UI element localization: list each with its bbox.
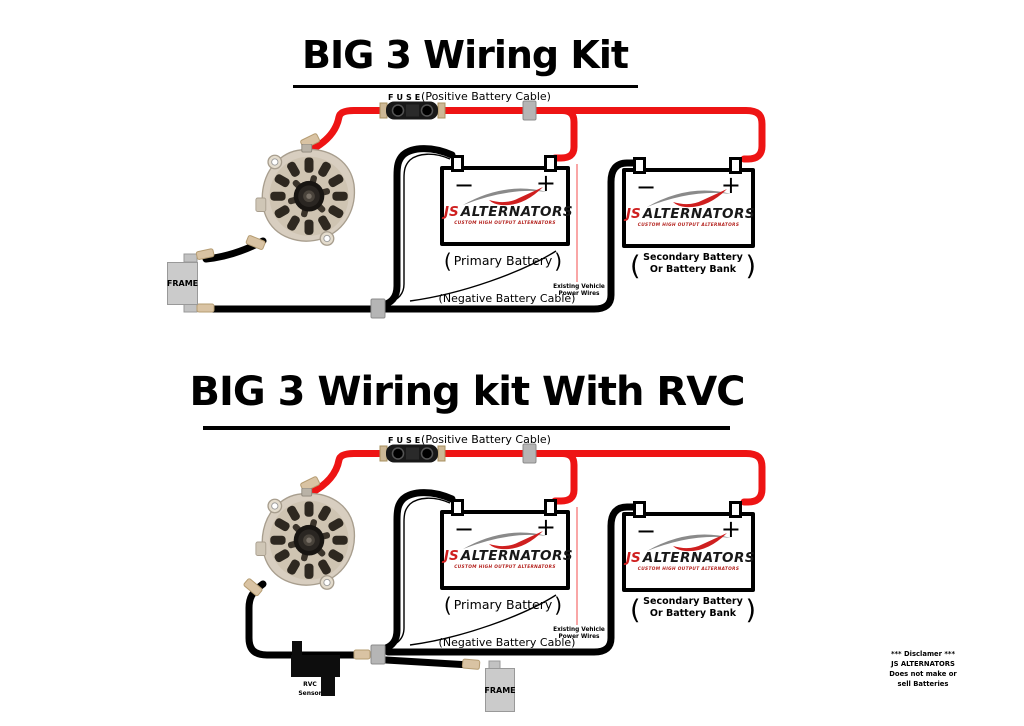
negative-junction-connector-2 — [370, 644, 386, 665]
negative-terminal-icon — [451, 155, 464, 172]
existing-vehicle-black-wire-2b — [409, 594, 557, 646]
existing-vehicle-black-wire-2a — [387, 497, 451, 648]
positive-cable-2 — [307, 450, 766, 506]
alternator-1 — [255, 144, 356, 246]
negative-terminal-icon — [633, 501, 646, 518]
logo-swoosh-icon — [463, 531, 547, 550]
alt-ground-lug-2 — [243, 578, 263, 597]
existing-wires-label-1: Existing Vehicle Power Wires — [553, 284, 605, 298]
negative-terminal-icon — [451, 499, 464, 516]
frame-to-secondary-cable-1 — [201, 159, 644, 313]
disclaimer-note: *** Disclamer *** JS ALTERNATORS Does no… — [889, 650, 957, 688]
secondary-battery-label-1: ( Secondary Battery Or Battery Bank ) — [630, 251, 756, 282]
primary-battery-label-2: (Primary Battery) — [443, 593, 563, 617]
fuse-2 — [379, 444, 446, 463]
existing-wires-label-2: Existing Vehicle Power Wires — [553, 627, 605, 641]
frame-box-2: FRAME — [484, 668, 516, 712]
negative-terminal-icon — [633, 157, 646, 174]
minus-symbol: − — [454, 515, 475, 543]
logo-swoosh-icon — [646, 533, 731, 552]
logo-swoosh-icon — [463, 187, 547, 206]
negative-junction-connector-1 — [370, 298, 386, 319]
diagram1-title: BIG 3 Wiring Kit — [301, 33, 629, 77]
alt-ground-lug-1 — [245, 235, 266, 250]
diagram2-wires — [243, 443, 766, 696]
negative-cable-label-2: (Negative Battery Cable) — [438, 636, 576, 649]
positive-branch-1 — [551, 107, 578, 162]
positive-cable-1 — [307, 107, 766, 163]
positive-cable-connector-1 — [522, 100, 537, 121]
negative-cable-label-1: (Negative Battery Cable) — [438, 292, 576, 305]
positive-cable-connector-2 — [522, 443, 537, 464]
minus-symbol: − — [454, 171, 475, 199]
rvc-sensor — [291, 641, 340, 696]
positive-terminal-icon — [544, 499, 557, 516]
existing-vehicle-black-wire-1b — [409, 250, 557, 302]
primary-battery-label-1: (Primary Battery) — [443, 249, 563, 273]
positive-terminal-icon — [729, 501, 742, 518]
fuse-1 — [379, 101, 446, 120]
plus-symbol: + — [720, 171, 741, 199]
frame-lug-2 — [461, 658, 481, 670]
plus-symbol: + — [720, 515, 741, 543]
positive-terminal-icon — [729, 157, 742, 174]
minus-symbol: − — [636, 173, 657, 201]
diagram1-wires — [183, 100, 766, 319]
diagram2-title: BIG 3 Wiring kit With RVC — [189, 369, 745, 415]
junction-to-secondary-cable-2 — [384, 503, 644, 656]
fuse-label-2: FUSE — [388, 436, 424, 445]
existing-vehicle-black-wire-1a — [387, 153, 451, 304]
rvc-cable-lug-2 — [353, 649, 371, 660]
diagram2-title-underline — [203, 426, 730, 430]
positive-cable-label-1: (Positive Battery Cable) — [421, 90, 551, 103]
positive-branch-2 — [551, 450, 578, 505]
alt-to-rvc-cable-2 — [245, 580, 369, 659]
frame-box-1: FRAME — [167, 262, 198, 305]
primary-negative-cable-2 — [375, 489, 456, 654]
rvc-sensor-label: RVC Sensor — [298, 681, 322, 697]
primary-negative-cable-1 — [375, 145, 456, 310]
positive-cable-label-2: (Positive Battery Cable) — [421, 433, 551, 446]
minus-symbol: − — [636, 517, 657, 545]
diagram1-title-underline — [293, 85, 638, 88]
logo-swoosh-icon — [646, 189, 731, 208]
junction-to-frame-cable-2 — [382, 656, 474, 669]
frame-lugs-1 — [183, 248, 215, 313]
positive-terminal-icon — [544, 155, 557, 172]
secondary-battery-label-2: ( Secondary Battery Or Battery Bank ) — [630, 595, 756, 626]
fuse-label-1: FUSE — [388, 93, 424, 102]
alternator-2 — [255, 488, 356, 590]
